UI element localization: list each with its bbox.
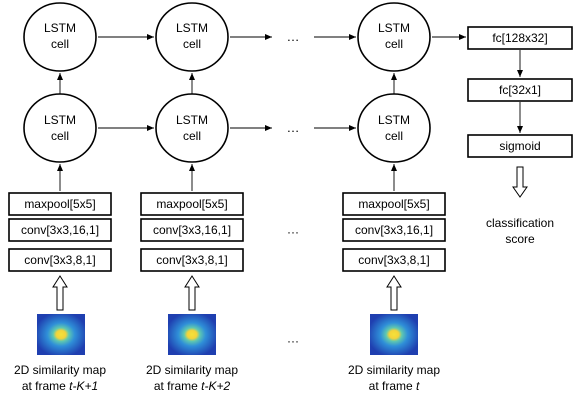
sigmoid-box xyxy=(467,134,573,158)
output-arrow xyxy=(512,166,528,198)
conv2-label-2: conv[3x3,16,1] xyxy=(153,223,231,237)
lstm-top-2-label2: cell xyxy=(183,37,201,51)
caption-2-line1: 2D similarity map xyxy=(146,363,238,377)
caption-2-line2: at frame t-K+2 xyxy=(154,379,231,393)
caption-3-line2: at frame t xyxy=(369,379,420,393)
conv1-box-2 xyxy=(140,248,244,272)
lstm-bottom-2-label1: LSTM xyxy=(176,113,208,127)
column-2: LSTM cell LSTM cell maxpool[5x5] conv[3x… xyxy=(140,2,244,393)
maxpool-label-1: maxpool[5x5] xyxy=(24,197,95,211)
fc2-box xyxy=(467,78,573,102)
fc1-box xyxy=(467,26,573,50)
heatmap-3 xyxy=(370,314,418,355)
ellipsis-conv: ··· xyxy=(287,225,299,239)
lstm-top-2-label1: LSTM xyxy=(176,21,208,35)
conv2-label-3: conv[3x3,16,1] xyxy=(355,223,433,237)
column-3: LSTM cell LSTM cell maxpool[5x5] conv[3x… xyxy=(342,2,446,393)
lstm-top-2 xyxy=(155,2,229,72)
caption-1-line2: at frame t-K+1 xyxy=(22,379,98,393)
lstm-top-3-label2: cell xyxy=(385,37,403,51)
caption-1-line1: 2D similarity map xyxy=(14,363,106,377)
maxpool-label-3: maxpool[5x5] xyxy=(358,197,429,211)
lstm-bottom-3 xyxy=(357,93,431,163)
lstm-bottom-2 xyxy=(155,93,229,163)
maxpool-box-2 xyxy=(140,192,244,216)
caption-3-line1: 2D similarity map xyxy=(348,363,440,377)
conv2-box-1 xyxy=(8,218,112,242)
lstm-top-3 xyxy=(357,2,431,72)
conv1-box-3 xyxy=(342,248,446,272)
lstm-bottom-1-label1: LSTM xyxy=(44,113,76,127)
lstm-bottom-3-label1: LSTM xyxy=(378,113,410,127)
heatmap-2 xyxy=(168,314,216,355)
ellipsis-top: … xyxy=(287,29,300,44)
conv1-label-3: conv[3x3,8,1] xyxy=(358,253,429,267)
output-label-line2: score xyxy=(505,232,535,246)
conv1-box-1 xyxy=(8,248,112,272)
conv2-box-2 xyxy=(140,218,244,242)
classification-head: fc[128x32] fc[32x1] sigmoid classificati… xyxy=(432,26,573,246)
lstm-top-1-label1: LSTM xyxy=(44,21,76,35)
maxpool-box-1 xyxy=(8,192,112,216)
ellipsis-bottom: … xyxy=(287,120,300,135)
lstm-top-1 xyxy=(23,2,97,72)
input-arrow-3 xyxy=(386,275,402,311)
heatmap-1 xyxy=(37,314,85,355)
conv1-label-2: conv[3x3,8,1] xyxy=(156,253,227,267)
input-arrow-1 xyxy=(52,275,68,311)
column-1: LSTM cell LSTM cell maxpool[5x5] conv[3x… xyxy=(8,2,112,393)
lstm-bottom-1-label2: cell xyxy=(51,129,69,143)
lstm-bottom-1 xyxy=(23,93,97,163)
input-arrow-2 xyxy=(184,275,200,311)
output-label-line1: classification xyxy=(486,216,554,230)
sigmoid-label: sigmoid xyxy=(499,139,540,153)
maxpool-box-3 xyxy=(342,192,446,216)
fc2-label: fc[32x1] xyxy=(499,83,541,97)
ellipsis-maps: ··· xyxy=(287,334,299,348)
lstm-bottom-3-label2: cell xyxy=(385,129,403,143)
conv2-label-1: conv[3x3,16,1] xyxy=(21,223,99,237)
conv2-box-3 xyxy=(342,218,446,242)
lstm-bottom-2-label2: cell xyxy=(183,129,201,143)
lstm-top-3-label1: LSTM xyxy=(378,21,410,35)
fc1-label: fc[128x32] xyxy=(492,31,547,45)
lstm-top-1-label2: cell xyxy=(51,37,69,51)
maxpool-label-2: maxpool[5x5] xyxy=(156,197,227,211)
conv1-label-1: conv[3x3,8,1] xyxy=(24,253,95,267)
recurrent-edges: … … ··· ··· xyxy=(98,29,356,348)
